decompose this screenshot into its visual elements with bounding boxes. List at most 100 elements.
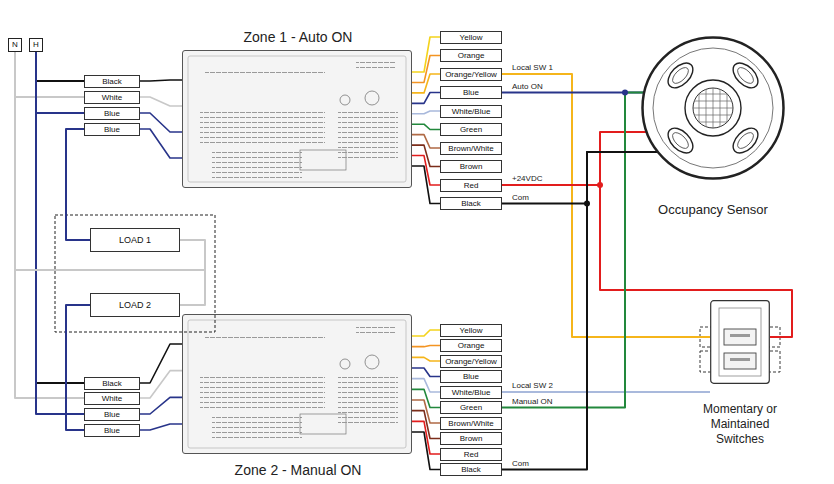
device-caption: Occupancy Sensor (613, 202, 813, 217)
wire-color-tag: Orange/Yellow (440, 355, 502, 368)
wire-color-tag: Black (84, 377, 140, 390)
wire (412, 111, 440, 114)
sensor-button (729, 59, 763, 93)
rocker-button (724, 353, 756, 369)
wire-color-tag: Yellow (440, 324, 502, 337)
wire (412, 166, 440, 204)
wire-color-tag: White (84, 392, 140, 405)
rocker-button (724, 329, 756, 345)
wire (502, 152, 658, 204)
sensor-button (664, 124, 698, 158)
terminal-label: N (12, 40, 18, 50)
wire-color-tag: Blue (440, 370, 502, 383)
wire (412, 357, 440, 361)
wire (140, 371, 182, 398)
certification-mark (365, 91, 379, 105)
wire-color-tag: White (84, 91, 140, 104)
wire-color-tag: Orange/Yellow (440, 68, 502, 81)
wire (15, 52, 205, 305)
wire-color-label: Black (461, 464, 481, 475)
signal-label: Com (511, 193, 530, 202)
wire (36, 52, 84, 113)
wire (412, 37, 440, 72)
device-caption: Momentary or Maintained Switches (695, 402, 785, 447)
module-housing (182, 50, 412, 188)
junction-group (584, 90, 628, 207)
wire-color-label: White (102, 92, 122, 103)
load-box: LOAD 2 (90, 293, 180, 317)
wire-color-tag: Brown/White (440, 417, 502, 430)
wire (15, 52, 84, 97)
wire (140, 97, 182, 106)
wire (412, 74, 440, 93)
rocker-mark (730, 358, 750, 361)
module-fine-print (356, 326, 396, 336)
switch-outline (710, 300, 770, 384)
wire-label-holder: Local SW 1 (511, 63, 554, 72)
wire (140, 129, 182, 158)
wire (140, 424, 182, 430)
wire-color-tag: Green (440, 401, 502, 414)
wire-label-holder: Com (511, 193, 530, 202)
zone-heading: Zone 2 - Manual ON (148, 462, 448, 478)
wire-label-holder: Manual ON (511, 397, 553, 406)
button-inner (735, 130, 756, 151)
wire-color-tag: Brown (440, 432, 502, 445)
certification-mark (340, 359, 350, 369)
signal-label: Local SW 1 (511, 63, 554, 72)
sensor-button (729, 124, 763, 158)
wire (412, 330, 440, 336)
wire-color-label: Brown (460, 433, 483, 444)
wire (36, 52, 84, 383)
supply-terminal: N (8, 38, 22, 52)
module-fine-print (205, 70, 325, 76)
wire-color-tag: White/Blue (440, 386, 502, 399)
wire (140, 80, 182, 81)
wire (15, 52, 205, 270)
wire-label-holder: +24VDC (511, 174, 543, 183)
signal-label: Manual ON (511, 397, 553, 406)
wire-group (15, 37, 792, 470)
control-module: Zone 2 - Manual ON (182, 314, 412, 454)
wire-color-tag: White/Blue (440, 105, 502, 118)
wire-color-label: Yellow (460, 325, 483, 336)
wire-color-label: Orange (458, 340, 485, 351)
wire (412, 56, 440, 83)
wire-color-label: Brown/White (448, 418, 493, 429)
signal-label: Auto ON (511, 82, 544, 91)
wire-color-label: White/Blue (452, 387, 491, 398)
wire-color-label: Orange/Yellow (445, 356, 497, 367)
wire-color-tag: Blue (84, 107, 140, 120)
plate-opening (719, 308, 761, 376)
wire-color-label: Red (464, 180, 479, 191)
button-inner (670, 130, 691, 151)
lens-facet (720, 89, 721, 126)
module-fine-print (205, 334, 325, 340)
wire-color-label: Brown (460, 161, 483, 172)
wire (412, 432, 440, 470)
wire (502, 93, 644, 408)
wire-color-tag: Blue (440, 86, 502, 99)
wire-color-tag: Red (440, 179, 502, 192)
signal-label: Com (511, 459, 530, 468)
wire-color-label: Blue (104, 108, 120, 119)
wire-color-tag: Blue (84, 424, 140, 437)
button-outline (664, 124, 698, 158)
wire-color-label: Yellow (460, 32, 483, 43)
lens-facet (727, 94, 728, 123)
wire-color-tag: Blue (84, 123, 140, 136)
load-box: LOAD 1 (90, 228, 180, 252)
lens-facet (699, 122, 728, 123)
module-fine-print (200, 112, 325, 146)
wire-color-label: Black (102, 378, 122, 389)
module-housing (182, 314, 412, 454)
lens-facet (694, 115, 731, 116)
button-outline (664, 59, 698, 93)
sensor-outline (641, 36, 785, 180)
wire-color-label: Orange/Yellow (445, 69, 497, 80)
junction-dot (597, 182, 603, 188)
supply-terminal: H (29, 38, 43, 52)
wire (36, 52, 84, 81)
wire (412, 93, 440, 104)
wire-color-label: Brown/White (448, 143, 493, 154)
